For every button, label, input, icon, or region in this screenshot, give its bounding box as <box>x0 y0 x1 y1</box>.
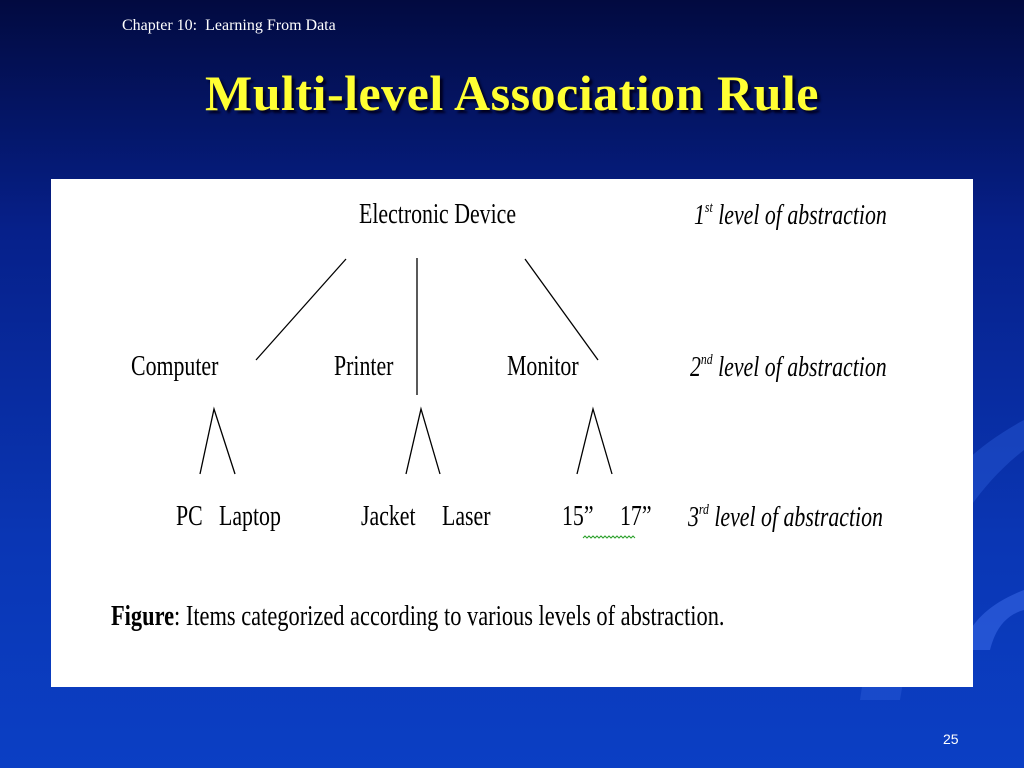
edge-printer-children <box>405 406 441 475</box>
node-15-inch: 15” <box>562 501 594 532</box>
node-monitor: Monitor <box>507 351 579 382</box>
squiggle-underline <box>582 535 636 539</box>
figure-panel: Electronic Device Computer Printer Monit… <box>51 179 973 687</box>
edge-root-monitor <box>524 258 599 361</box>
node-laser: Laser <box>442 501 491 532</box>
node-jacket: Jacket <box>361 501 416 532</box>
caption-label: Figure <box>111 601 175 632</box>
node-computer: Computer <box>131 351 219 382</box>
chapter-header: Chapter 10: Learning From Data <box>122 17 336 34</box>
page-number: 25 <box>943 731 959 747</box>
edge-monitor-children <box>576 406 613 475</box>
node-17-inch: 17” <box>620 501 652 532</box>
node-pc: PC <box>176 501 203 532</box>
caption-text: : Items categorized according to various… <box>174 601 725 632</box>
figure-caption: Figure: Items categorized according to v… <box>111 603 725 631</box>
node-printer: Printer <box>334 351 394 382</box>
node-laptop: Laptop <box>219 501 281 532</box>
level-2-label: 2nd level of abstraction <box>690 352 887 383</box>
level-1-label: 1st level of abstraction <box>694 200 887 231</box>
edge-root-computer <box>255 258 347 361</box>
node-electronic-device: Electronic Device <box>359 199 517 230</box>
level-3-label: 3rd level of abstraction <box>688 502 883 533</box>
hierarchy-lines <box>199 258 636 539</box>
edge-computer-children <box>199 406 236 475</box>
slide-title: Multi-level Association Rule <box>205 65 819 121</box>
